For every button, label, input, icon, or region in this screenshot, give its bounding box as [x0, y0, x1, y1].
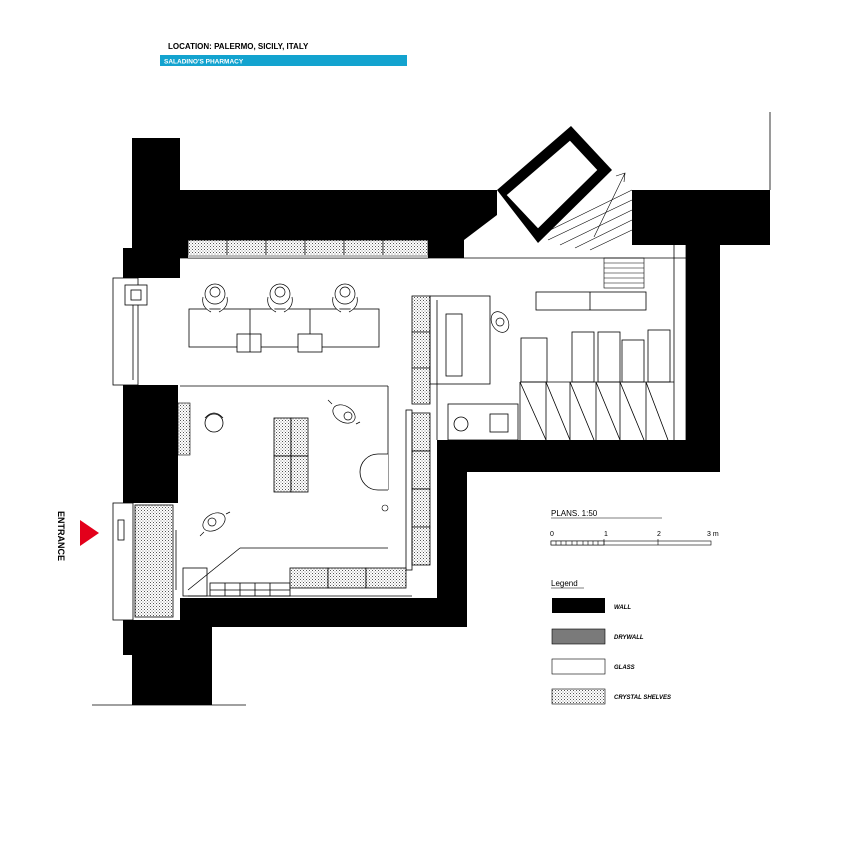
- counter-figures: [202, 283, 358, 313]
- legend-swatch-glass: [551, 658, 606, 675]
- scale-bar: [550, 539, 712, 546]
- drywall-partition: [177, 402, 191, 456]
- location-text: LOCATION: PALERMO, SICILY, ITALY: [168, 42, 309, 51]
- scale-tick-1: 1: [604, 531, 608, 538]
- entrance-label: ENTRANCE: [56, 511, 66, 561]
- display-table: [273, 417, 309, 493]
- project-band: [160, 55, 407, 66]
- right-shelving: [411, 295, 431, 566]
- legend-swatch-crystal: [551, 688, 606, 705]
- legend-swatch-drywall: [551, 628, 606, 645]
- legend-label-crystal: CRYSTAL SHELVES: [614, 695, 671, 701]
- entrance-marker-icon: [80, 520, 99, 546]
- scale-title: PLANS. 1:50: [551, 509, 598, 518]
- legend-title: Legend: [551, 579, 578, 588]
- legend-label-glass: GLASS: [614, 665, 635, 671]
- project-name: SALADINO'S PHARMACY: [164, 59, 244, 66]
- scale-tick-3: 3 m: [707, 531, 719, 538]
- scale-tick-0: 0: [550, 531, 554, 538]
- bottom-shelves: [289, 567, 407, 589]
- legend-label-wall: WALL: [614, 605, 631, 611]
- legend-swatch-wall: [552, 598, 605, 613]
- back-cabinets: [519, 329, 674, 441]
- legend-label-drywall: DRYWALL: [614, 635, 644, 641]
- scale-tick-2: 2: [657, 531, 661, 538]
